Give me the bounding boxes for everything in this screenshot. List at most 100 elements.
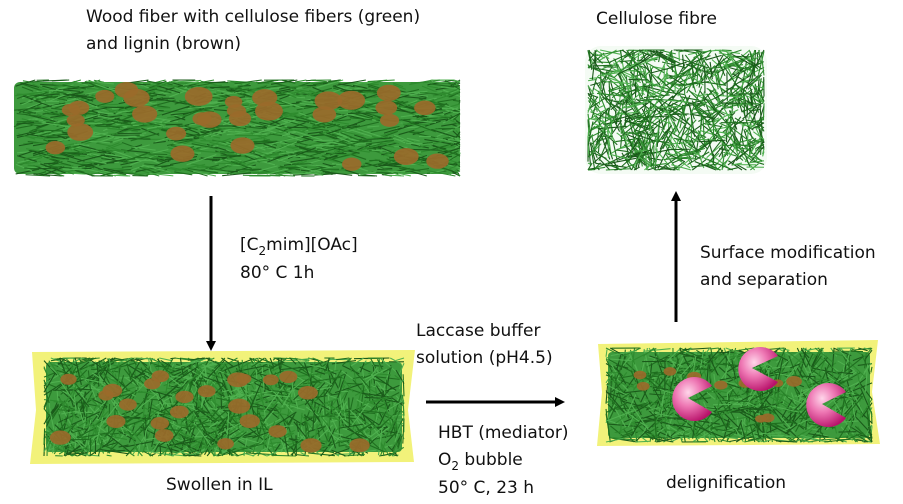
fiber-strand <box>587 121 594 146</box>
fiber-strand <box>699 63 707 74</box>
fiber-strand <box>104 369 126 388</box>
fiber-strand <box>65 98 78 102</box>
fiber-strand <box>596 61 611 64</box>
fiber-strand <box>746 403 763 418</box>
fiber-strand <box>201 440 216 457</box>
fiber-strand <box>80 377 107 384</box>
fiber-strand <box>107 127 138 132</box>
fiber-strand <box>682 54 685 69</box>
fiber-strand <box>289 172 322 175</box>
fiber-strand <box>605 390 625 413</box>
fiber-strand <box>437 98 457 103</box>
step1-label: [C2mim][OAc] 80° C 1h <box>240 232 358 287</box>
fiber-strand <box>393 134 421 147</box>
ionic-liquid-label: [C2mim][OAc] <box>240 232 358 260</box>
fiber-strand <box>673 423 685 432</box>
lignin-particles <box>45 81 449 171</box>
fiber-strand <box>193 358 213 385</box>
fiber-strand <box>49 412 55 430</box>
fiber-strand <box>36 113 54 121</box>
fiber-strand <box>421 85 449 98</box>
fiber-strand <box>96 363 100 387</box>
fiber-strand <box>150 148 169 155</box>
fiber-strand <box>397 435 403 449</box>
fiber-strand <box>231 431 247 444</box>
fiber-strand <box>402 418 405 444</box>
fiber-strand <box>403 96 427 100</box>
fiber-strand <box>375 415 399 431</box>
fiber-strand <box>412 130 425 136</box>
fiber-strand <box>149 438 162 455</box>
fiber-strand <box>351 449 377 454</box>
fiber-strand <box>95 125 123 128</box>
fiber-strand <box>43 399 48 408</box>
fiber-strand <box>328 400 335 416</box>
fiber-strand <box>327 128 342 135</box>
fiber-strand <box>605 356 609 359</box>
fiber-strand <box>170 116 186 123</box>
fiber-strand <box>149 172 174 177</box>
fiber-strand <box>314 370 326 375</box>
lignin-particle <box>132 105 158 123</box>
fiber-strand <box>60 382 75 403</box>
fiber-strand <box>283 433 289 457</box>
fiber-strand <box>720 435 727 443</box>
fiber-strand <box>299 357 312 361</box>
fiber-strand <box>846 385 854 398</box>
fiber-strand <box>274 407 289 425</box>
fiber-strand <box>182 81 199 86</box>
fiber-strand <box>716 91 722 107</box>
fiber-strand <box>191 143 218 150</box>
fiber-strand <box>261 363 265 391</box>
fiber-strand <box>137 443 141 457</box>
fiber-strand <box>605 413 611 436</box>
fiber-strand <box>398 378 402 390</box>
fiber-strand <box>221 382 232 396</box>
fiber-strand <box>670 51 678 77</box>
fiber-strand <box>311 376 343 383</box>
fiber-strand <box>587 79 596 82</box>
fiber-strand <box>593 149 613 165</box>
fiber-strand <box>615 390 643 395</box>
fiber-strand <box>729 143 754 163</box>
fiber-strand <box>165 123 183 126</box>
fiber-strand <box>629 78 633 100</box>
fiber-strand <box>607 157 637 165</box>
fiber-strand <box>713 65 720 80</box>
fiber-strand <box>690 130 709 150</box>
fiber-strand <box>665 148 686 160</box>
fiber-strand <box>727 167 738 171</box>
fiber-strand <box>799 425 817 443</box>
fiber-strand <box>65 448 82 455</box>
fiber-strand <box>337 136 363 148</box>
fiber-strand <box>243 434 249 457</box>
fiber-strand <box>611 57 623 68</box>
fiber-strand <box>677 117 690 137</box>
fiber-strand <box>314 422 322 432</box>
fiber-strand <box>331 449 346 457</box>
fiber-strand <box>290 85 307 88</box>
fiber-strand <box>292 81 311 89</box>
step2-conditions: 50° C, 23 h <box>438 478 535 498</box>
fiber-strand <box>165 357 174 372</box>
fiber-strand <box>686 76 696 94</box>
fiber-strand <box>90 419 104 445</box>
fiber-strand <box>663 99 690 103</box>
fiber-strand <box>251 157 274 162</box>
fiber-strand <box>453 79 461 83</box>
fiber-strand <box>98 136 114 143</box>
fiber-strand <box>678 147 706 158</box>
fiber-strand <box>182 109 200 118</box>
fiber-strand <box>229 357 255 369</box>
fiber-strand <box>754 386 767 411</box>
fiber-strand <box>707 88 719 102</box>
step3-label: Surface modification and separation <box>700 240 876 294</box>
fiber-strand <box>431 128 456 138</box>
fiber-strand <box>169 79 202 83</box>
fiber-strand <box>590 106 596 120</box>
fiber-strand <box>327 404 350 415</box>
fiber-strand <box>727 55 755 62</box>
lignin-particle <box>102 383 123 398</box>
fiber-strand <box>706 93 717 111</box>
fiber-strand <box>633 166 640 171</box>
